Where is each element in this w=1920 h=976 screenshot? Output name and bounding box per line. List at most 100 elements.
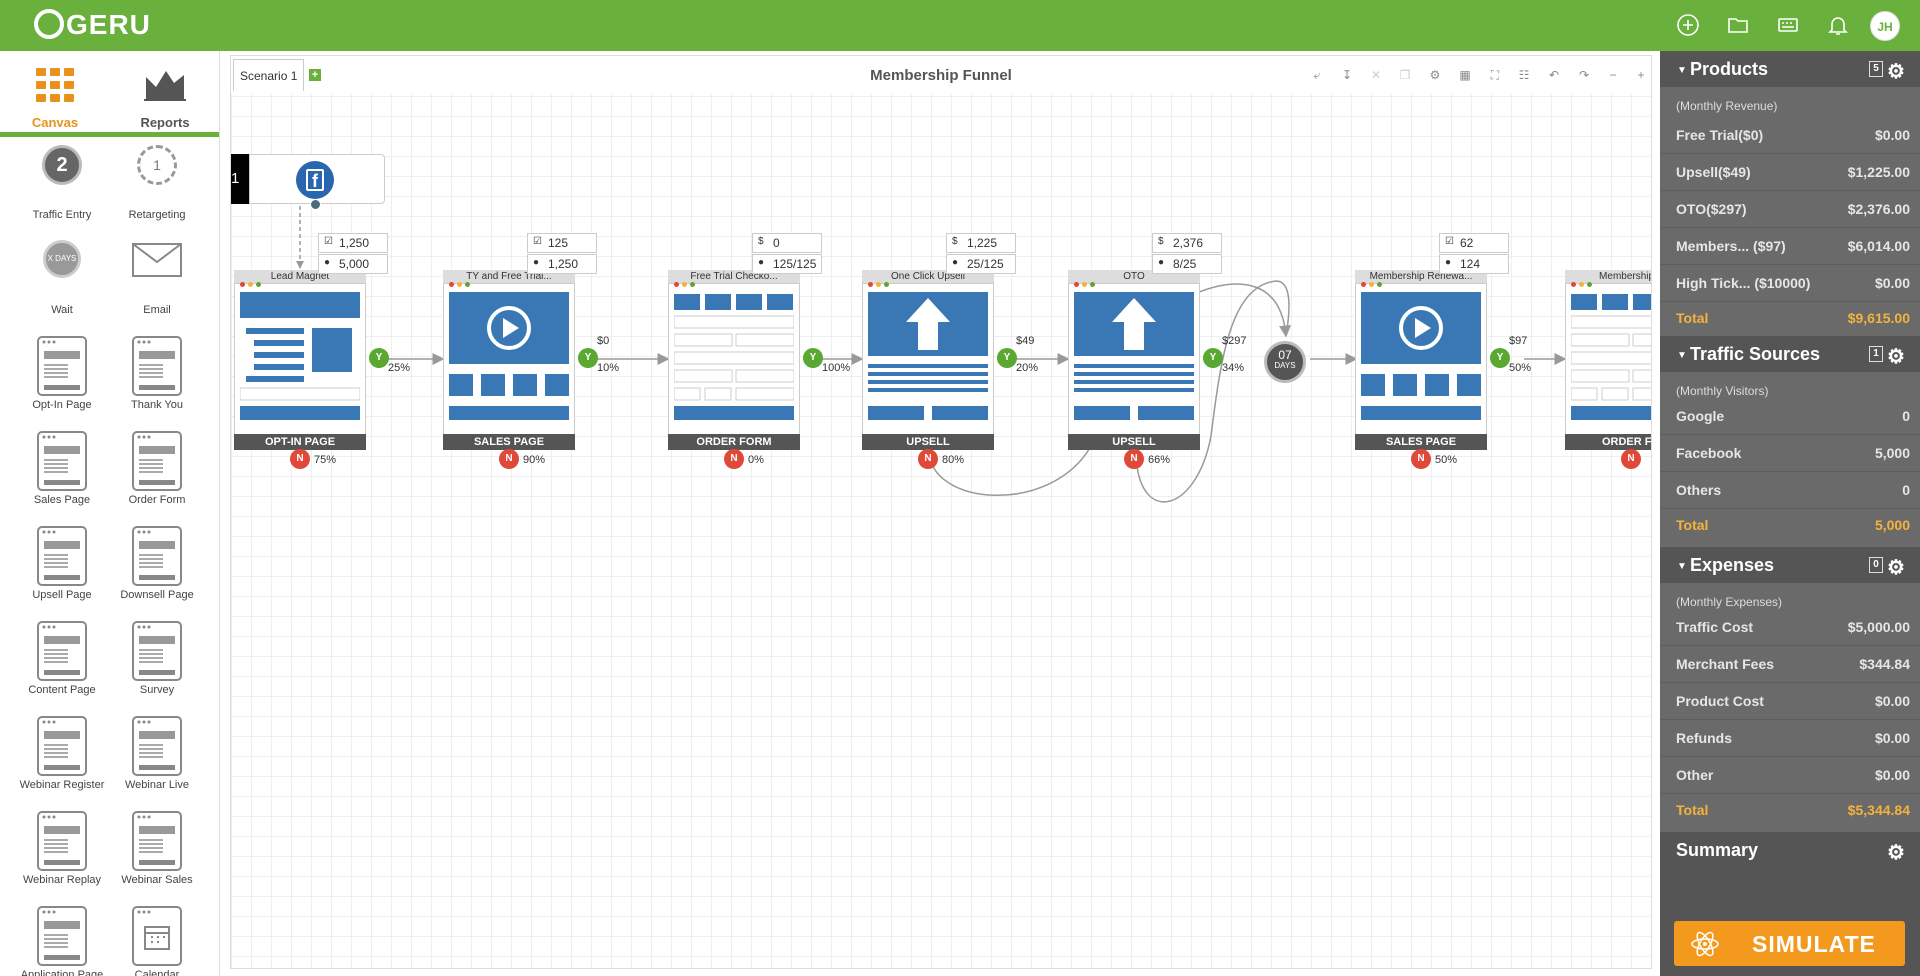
funnel-canvas[interactable]: Scenario 1 + Membership Funnel ⤶ ↧ ✕ ❐ ⚙… [230,55,1652,969]
delete-icon[interactable]: ✕ [1370,68,1382,82]
redo-icon[interactable]: ↷ [1578,68,1590,82]
tool-content-page[interactable]: Content Page [7,620,117,696]
yes-path-badge[interactable]: Y [578,348,598,368]
tool-calendar[interactable]: Calendar [102,905,212,976]
tool-label: Opt-In Page [32,399,92,411]
panel-row[interactable]: Traffic Cost$5,000.00 [1676,619,1910,635]
download-icon[interactable]: ↧ [1341,68,1353,82]
panel-row[interactable]: High Tick... ($10000)$0.00 [1676,275,1910,291]
panel-row[interactable]: Free Trial($0)$0.00 [1676,127,1910,143]
fullscreen-icon[interactable]: ⛶ [1490,68,1500,82]
share-icon[interactable]: ⤶ [1313,68,1321,82]
no-path-badge[interactable]: N [290,449,310,469]
gear-icon[interactable]: ⚙ [1887,346,1905,368]
settings-icon[interactable]: ⚙ [1429,68,1441,82]
gear-icon[interactable]: ⚙ [1887,557,1905,579]
tool-upsell-page[interactable]: Upsell Page [7,525,117,601]
no-path-badge[interactable]: N [724,449,744,469]
calculator-icon[interactable]: ▦ [1459,68,1471,82]
yes-path-percent: 50% [1509,362,1532,374]
zoom-out-icon[interactable]: − [1609,68,1617,82]
tool-email[interactable]: Email [102,240,212,316]
panel-row[interactable]: Merchant Fees$344.84 [1676,656,1910,672]
tool-label: Sales Page [33,494,91,506]
tool-webinar-register[interactable]: Webinar Register [7,715,117,791]
panel-row[interactable]: Product Cost$0.00 [1676,693,1910,709]
grid-view-icon[interactable]: ☷ [1518,68,1530,82]
keyboard-icon[interactable] [1776,13,1800,37]
tool-label: Webinar Live [125,779,189,791]
row-divider [1660,719,1920,720]
bell-icon[interactable] [1826,13,1850,37]
section-summary-header[interactable]: Summary⚙ [1660,832,1920,868]
tool-webinar-replay[interactable]: Webinar Replay [7,810,117,886]
panel-row[interactable]: Members... ($97)$6,014.00 [1676,238,1910,254]
yes-path-badge[interactable]: Y [997,348,1017,368]
tool-thank-you[interactable]: Thank You [102,335,212,411]
tool-sales-page[interactable]: Sales Page [7,430,117,506]
no-path-badge[interactable]: N [499,449,519,469]
panel-row[interactable]: Other$0.00 [1676,767,1910,783]
tool-application-page[interactable]: Application Page [7,905,117,976]
tool-webinar-sales[interactable]: Webinar Sales [102,810,212,886]
no-path-badge[interactable]: N [918,449,938,469]
user-avatar[interactable]: JH [1870,11,1900,41]
panel-row[interactable]: Upsell($49)$1,225.00 [1676,164,1910,180]
row-value: $1,225.00 [1847,164,1910,180]
add-circle-icon[interactable] [1676,13,1700,37]
tab-reports[interactable]: Reports [110,63,219,141]
tool-downsell-page[interactable]: Downsell Page [102,525,212,601]
undo-icon[interactable]: ↶ [1548,68,1560,82]
tool-order-form[interactable]: Order Form [102,430,212,506]
tool-opt-in-page[interactable]: Opt-In Page [7,335,117,411]
funnel-node-membership-renewa[interactable]: Membership Renewa...SALES PAGE [1355,270,1487,450]
no-path-badge[interactable]: N [1621,449,1641,469]
tool-label: Calendar [134,969,180,976]
copy-icon[interactable]: ❐ [1399,68,1411,82]
row-divider [1660,227,1920,228]
collapse-arrow-icon[interactable]: ▼ [1677,350,1687,361]
connector-handle[interactable] [310,199,321,210]
yes-path-badge[interactable]: Y [1490,348,1510,368]
wait-node[interactable]: 07 DAYS [1264,341,1306,383]
tool-webinar-live[interactable]: Webinar Live [102,715,212,791]
gear-icon[interactable]: ⚙ [1887,61,1905,83]
zoom-in-icon[interactable]: + [1637,68,1645,82]
tab-scenario-1[interactable]: Scenario 1 [233,59,305,91]
yes-path-badge[interactable]: Y [803,348,823,368]
funnel-node-ty-and-free-trial[interactable]: TY and Free Trial...SALES PAGE [443,270,575,450]
collapse-arrow-icon[interactable]: ▼ [1677,561,1687,572]
funnel-node-membership-f[interactable]: Membership FORDER FO [1565,270,1651,450]
no-path-badge[interactable]: N [1411,449,1431,469]
panel-total-row: Total$9,615.00 [1676,310,1910,326]
collapse-arrow-icon[interactable]: ▼ [1677,65,1687,76]
traffic-source-node[interactable]: f [249,154,385,210]
panel-row[interactable]: OTO($297)$2,376.00 [1676,201,1910,217]
panel-row[interactable]: Refunds$0.00 [1676,730,1910,746]
person-icon: ● [758,257,765,268]
tab-canvas[interactable]: Canvas [0,63,110,141]
row-label: OTO($297) [1676,201,1747,217]
geru-logo[interactable]: GERU [34,8,151,42]
yes-path-badge[interactable]: Y [369,348,389,368]
simulate-button[interactable]: SIMULATE [1674,921,1905,966]
add-scenario-button[interactable]: + [309,69,321,81]
funnel-node-free-trial-checko[interactable]: Free Trial Checko...ORDER FORM [668,270,800,450]
no-path-badge[interactable]: N [1124,449,1144,469]
folder-icon[interactable] [1726,13,1750,37]
yes-path-badge[interactable]: Y [1203,348,1223,368]
tool-survey[interactable]: Survey [102,620,212,696]
gear-icon[interactable]: ⚙ [1887,842,1905,864]
